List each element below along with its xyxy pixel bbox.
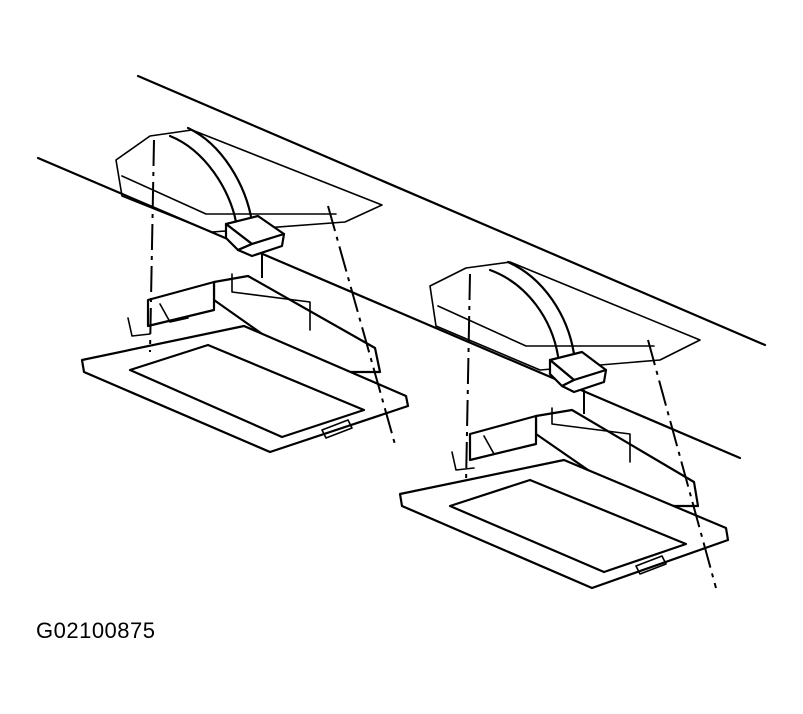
right-mounting-opening: [429, 261, 701, 371]
right-lamp-housing: [451, 407, 700, 508]
left-lamp-bezel: [80, 324, 410, 454]
left-alignment-line-1: [149, 139, 155, 353]
left-lamp-lens: [128, 343, 366, 439]
right-alignment-line-2: [647, 339, 717, 589]
figure-code-label: G02100875: [36, 618, 156, 643]
roof-edge-back: [136, 74, 767, 347]
right-connector: [548, 350, 608, 394]
roof-panel: [36, 74, 767, 460]
right-wiring-harness: [488, 268, 560, 358]
left-lamp-assembly: [80, 126, 410, 454]
right-lamp-bezel: [398, 458, 730, 590]
left-connector: [224, 214, 286, 258]
roof-edge-front: [36, 156, 742, 460]
left-lamp-housing: [127, 273, 382, 374]
left-wiring-harness: [168, 134, 238, 224]
right-lamp-lens: [448, 478, 688, 574]
right-lamp-assembly: [398, 260, 730, 590]
left-mounting-opening: [115, 129, 383, 233]
right-alignment-line-1: [465, 273, 471, 485]
